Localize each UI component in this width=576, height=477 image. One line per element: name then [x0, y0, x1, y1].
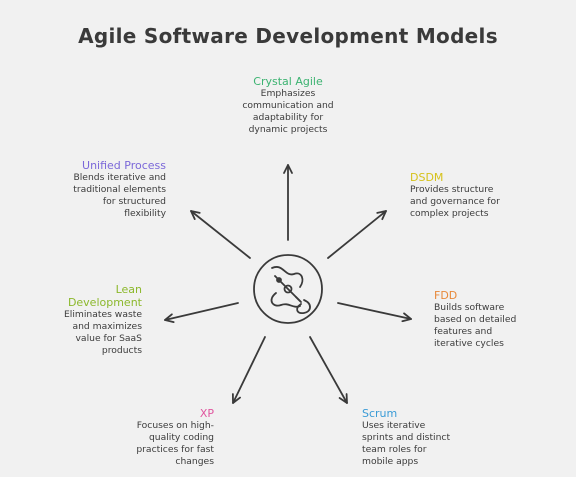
arrow-dsdm	[327, 210, 387, 259]
arrow-lean	[164, 302, 239, 323]
model-xp: XP Focuses on high- quality coding pract…	[94, 407, 214, 468]
arrow-unified	[190, 210, 251, 259]
model-description: Builds software based on detailed featur…	[434, 302, 517, 349]
model-title: XP	[199, 407, 214, 420]
model-description: Uses iterative sprints and distinct team…	[362, 420, 451, 467]
model-title: FDD	[434, 289, 458, 302]
arrow-xp	[231, 336, 266, 404]
model-title: Lean Development	[67, 283, 142, 309]
model-scrum: Scrum Uses iterative sprints and distinc…	[362, 407, 492, 468]
model-title: DSDM	[410, 171, 444, 184]
arrow-fdd	[337, 302, 412, 323]
model-unified-process: Unified Process Blends iterative and tra…	[26, 159, 166, 220]
model-description: Provides structure and governance for co…	[410, 184, 500, 219]
model-lean-development: Lean Development Eliminates waste and ma…	[22, 283, 142, 357]
model-title: Scrum	[362, 407, 398, 420]
model-title: Unified Process	[82, 159, 166, 172]
model-fdd: FDD Builds software based on detailed fe…	[434, 289, 554, 350]
model-description: Focuses on high- quality coding practice…	[136, 420, 214, 467]
model-description: Emphasizes communication and adaptabilit…	[242, 88, 334, 135]
model-description: Blends iterative and traditional element…	[73, 172, 166, 219]
workflow-icon	[253, 254, 323, 324]
model-title: Crystal Agile	[253, 75, 323, 88]
model-crystal-agile: Crystal Agile Emphasizes communication a…	[218, 75, 358, 136]
arrow-scrum	[309, 336, 348, 404]
diagram-title: Agile Software Development Models	[78, 24, 498, 48]
model-description: Eliminates waste and maximizes value for…	[63, 309, 142, 356]
model-dsdm: DSDM Provides structure and governance f…	[410, 171, 540, 220]
